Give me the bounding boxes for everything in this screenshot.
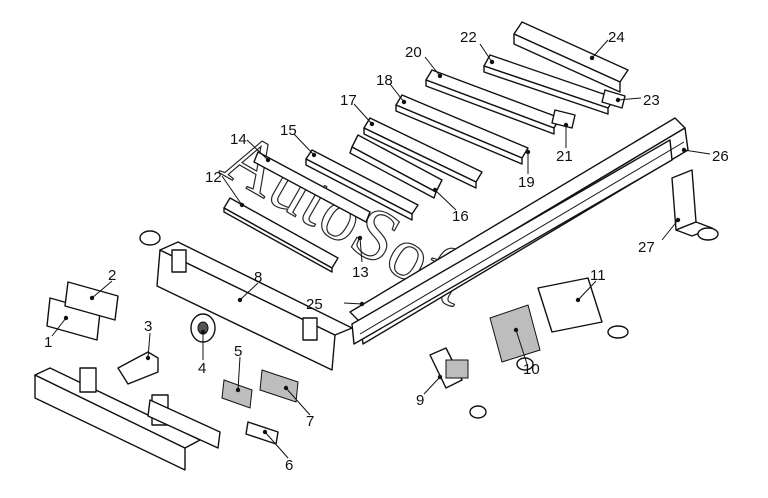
- callout-26: 26: [712, 148, 729, 165]
- callout-7: 7: [306, 413, 314, 430]
- callout-3: 3: [144, 318, 152, 335]
- leader-dots: [63, 55, 687, 435]
- callouts: 1 2 3 4 5 6 7 8 9 10 11 12 13 14 15 16 1…: [44, 29, 729, 474]
- callout-16: 16: [452, 208, 469, 225]
- callout-5: 5: [234, 343, 242, 360]
- part-cross-member-24: [513, 21, 629, 93]
- part-cross-member-17: [363, 117, 483, 189]
- callout-18: 18: [376, 72, 393, 89]
- part-bracket-9: [429, 347, 487, 419]
- part-cross-member-12: [223, 197, 339, 273]
- part-cross-member-14: [253, 151, 371, 223]
- part-side-member-long: [349, 117, 689, 345]
- callout-2: 2: [108, 267, 116, 284]
- part-plate-2: [64, 281, 119, 321]
- leader-lines: [51, 39, 711, 459]
- part-bracket-3: [117, 351, 159, 385]
- callout-19: 19: [518, 174, 535, 191]
- callout-22: 22: [460, 29, 477, 46]
- part-bracket-27: [671, 169, 719, 241]
- part-bracket-11: [537, 277, 629, 339]
- callout-11: 11: [590, 267, 606, 284]
- part-cross-member-15: [305, 149, 419, 221]
- callout-21: 21: [556, 148, 573, 165]
- callout-9: 9: [416, 392, 424, 409]
- part-tow-hook-10: [489, 304, 541, 371]
- part-round-4: [190, 313, 216, 343]
- callout-13: 13: [352, 264, 369, 281]
- part-cross-member-16: [349, 134, 443, 199]
- callout-8: 8: [254, 269, 262, 286]
- part-rear-bumper: [34, 367, 221, 471]
- callout-15: 15: [280, 122, 297, 139]
- callout-12: 12: [205, 169, 222, 186]
- part-cross-member-22: [483, 54, 616, 115]
- callout-4: 4: [198, 360, 206, 377]
- callout-20: 20: [405, 44, 422, 61]
- callout-6: 6: [285, 457, 293, 474]
- callout-27: 27: [638, 239, 655, 256]
- part-light-7: [259, 369, 299, 403]
- part-bracket-23: [601, 89, 626, 109]
- part-cross-member-20: [425, 69, 561, 135]
- callout-10: 10: [523, 361, 540, 378]
- callout-14: 14: [230, 131, 247, 148]
- part-bumper-plate-8: [139, 230, 353, 371]
- part-cross-member-18: [395, 94, 529, 165]
- callout-23: 23: [643, 92, 660, 109]
- callout-24: 24: [608, 29, 625, 46]
- callout-17: 17: [340, 92, 357, 109]
- callout-25: 25: [306, 296, 323, 313]
- part-bracket-21: [551, 109, 576, 129]
- callout-1: 1: [44, 334, 52, 351]
- part-light-5: [221, 379, 253, 409]
